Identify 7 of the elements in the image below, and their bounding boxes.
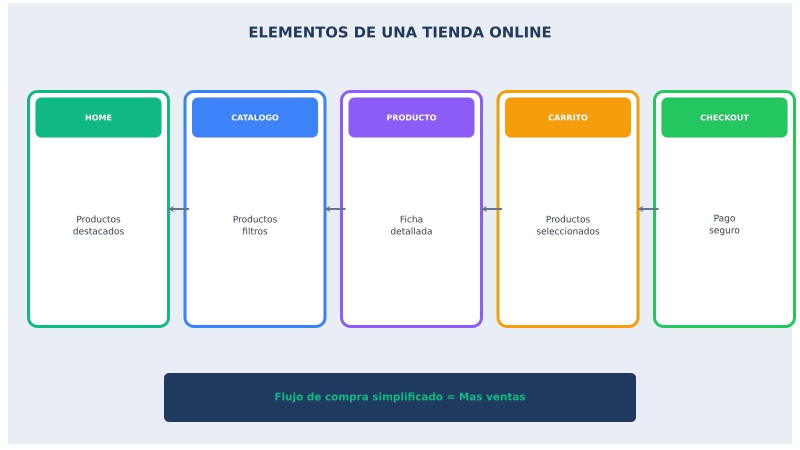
header-box: HOME	[36, 98, 162, 138]
header-box: CARRITO	[505, 98, 631, 138]
banner: Flujo de compra simplificado = Mas ventas	[164, 373, 636, 422]
header-box: CHECKOUT	[662, 98, 788, 138]
header-box: PRODUCTO	[348, 98, 474, 138]
header-box: CATALOGO	[192, 98, 318, 138]
title: ELEMENTOS DE UNA TIENDA ONLINE	[250, 26, 551, 38]
